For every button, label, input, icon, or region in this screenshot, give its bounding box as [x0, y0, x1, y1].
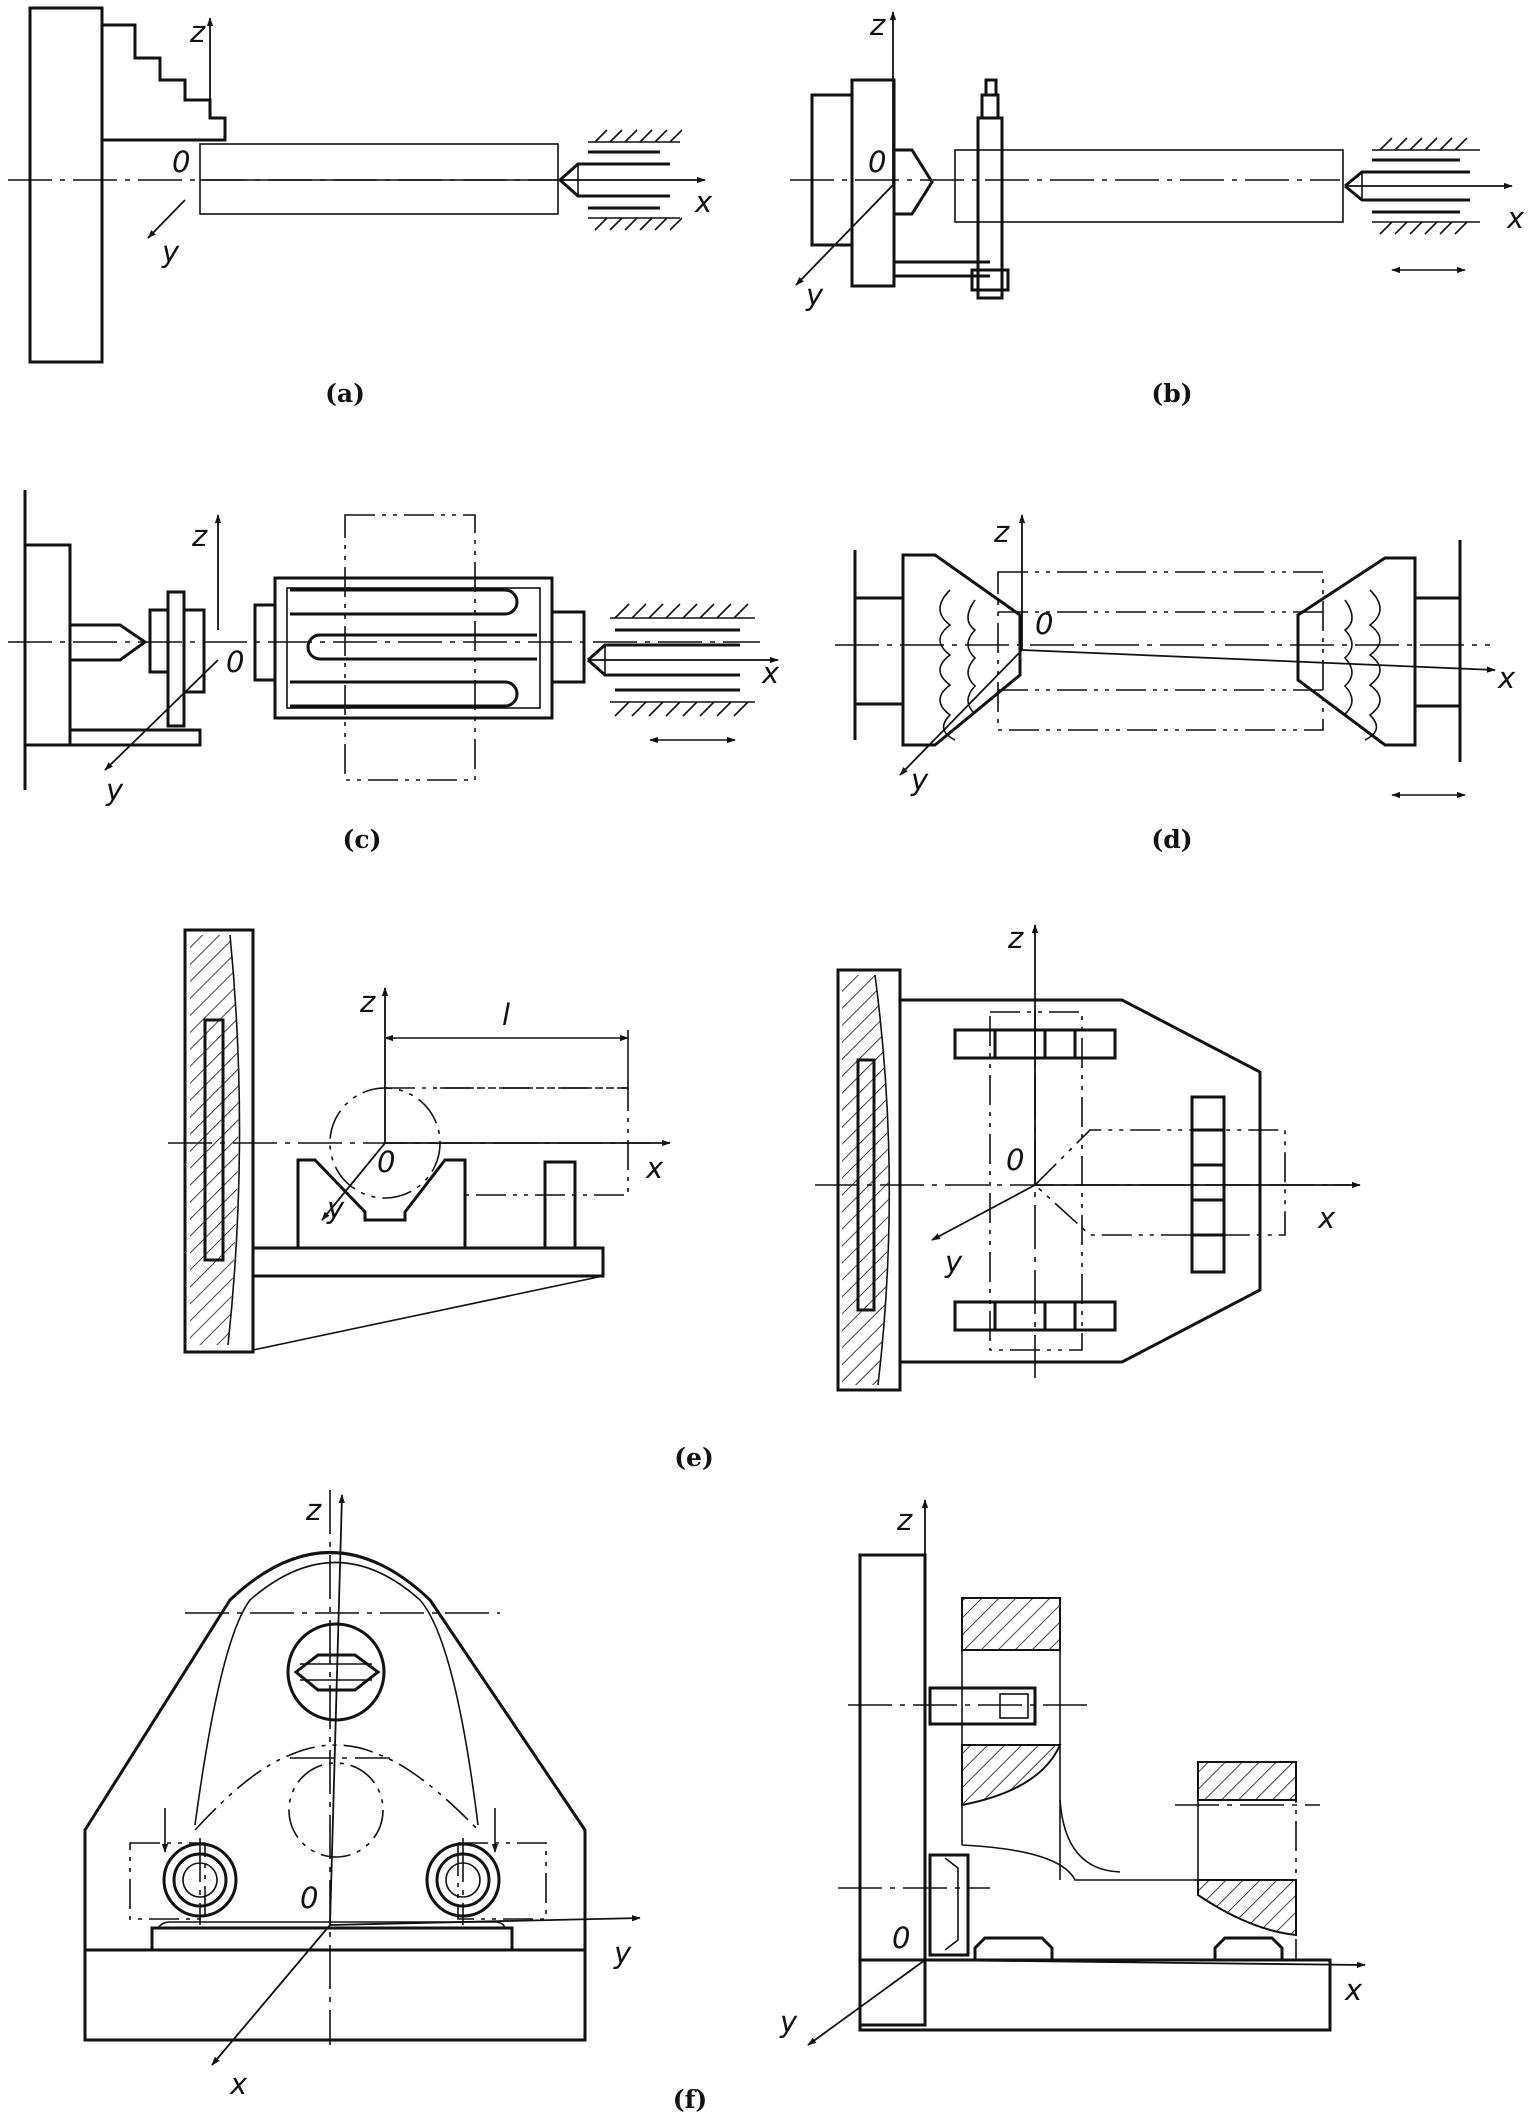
key-slot: [203, 1018, 225, 1262]
y-label: y: [326, 1191, 345, 1225]
figure-f-right: z x y 0 (f): [673, 1499, 1366, 2114]
y-axis: [104, 659, 219, 771]
left-cone-center: [901, 553, 1022, 747]
angle-plate: [183, 928, 255, 1354]
v-block: [296, 1158, 467, 1248]
expanding-mandrel: [253, 576, 586, 720]
locating-pin: [928, 1686, 1037, 1726]
caption-c: (c): [343, 825, 382, 854]
z-label: z: [1007, 921, 1024, 955]
y-label: y: [805, 278, 824, 312]
figure-d: z x y 0 (d): [835, 514, 1516, 854]
x-axis: [1021, 649, 1496, 673]
x-label: x: [694, 185, 713, 219]
figure-a: z x y 0 (a): [8, 6, 713, 408]
z-label: z: [191, 519, 208, 553]
caption-b: (b): [1151, 379, 1192, 408]
tailstock-center: [587, 603, 755, 744]
origin-label: 0: [300, 1881, 318, 1915]
origin-label: 0: [172, 145, 190, 179]
x-axis: [924, 1959, 1366, 1969]
origin-label: 0: [226, 645, 244, 679]
origin-label: 0: [892, 1921, 910, 1955]
workpiece-outline: [989, 1011, 1083, 1351]
y-label: y: [161, 235, 180, 269]
z-axis: [329, 1494, 345, 1926]
y-axis: [807, 1959, 926, 2046]
origin-label: 0: [377, 1145, 395, 1179]
y-axis: [329, 1915, 641, 1926]
origin-label: 0: [868, 145, 886, 179]
y-label: y: [105, 773, 124, 807]
workpiece-outline: [344, 514, 476, 781]
caption-e: (e): [674, 1443, 714, 1472]
caption-d: (d): [1151, 825, 1192, 854]
caption-a: (a): [325, 379, 365, 408]
workpiece-outline: [997, 571, 1324, 731]
caption-f: (f): [673, 2085, 707, 2114]
x-label: x: [229, 2067, 248, 2101]
z-label: z: [896, 1503, 913, 1537]
workpiece-section: [928, 1597, 1297, 1960]
fixture-body: [900, 998, 1262, 1364]
y-axis: [795, 184, 894, 286]
base-plate: [858, 1958, 1332, 2032]
z-label: z: [869, 8, 886, 42]
dimension-l-label: l: [502, 998, 510, 1032]
bore-lower: [288, 1762, 384, 1858]
x-label: x: [761, 656, 780, 690]
z-label: z: [359, 985, 376, 1019]
y-label: y: [910, 763, 929, 797]
bracket-body: [83, 1551, 587, 1950]
x-axis: [211, 1924, 331, 2066]
base-bracket: [251, 1246, 605, 1278]
angle-plate: [836, 968, 902, 1392]
tailstock-center: [1344, 137, 1480, 274]
base-plate: [83, 1948, 587, 2042]
stop-pin: [543, 1160, 577, 1250]
y-axis: [899, 649, 1023, 776]
x-label: x: [1497, 661, 1516, 695]
y-axis: [321, 1142, 386, 1221]
figure-c: z x y 0 (c): [8, 490, 780, 854]
origin-label: 0: [1006, 1143, 1024, 1177]
locating-pin: [928, 1853, 970, 1957]
figure-e-left: l z x y 0: [168, 928, 671, 1354]
y-axis: [931, 1184, 1036, 1241]
faceplate: [810, 78, 990, 288]
x-label: x: [1506, 201, 1525, 235]
x-label: x: [645, 1151, 664, 1185]
spindle-and-plate: [23, 490, 206, 790]
y-label: y: [944, 1245, 963, 1279]
y-label: y: [779, 2005, 798, 2039]
support-pad: [973, 1936, 1054, 1960]
right-cone-center: [1296, 556, 1417, 747]
z-label: z: [305, 1493, 322, 1527]
y-axis: [147, 199, 186, 239]
tailstock-center: [559, 129, 683, 231]
y-label: y: [613, 1936, 632, 1970]
x-label: x: [1317, 1201, 1336, 1235]
x-label: x: [1344, 1973, 1363, 2007]
chuck-body: [28, 6, 227, 364]
z-label: z: [189, 15, 206, 49]
origin-label: 0: [1035, 607, 1053, 641]
figure-f-left: z y x 0: [83, 1490, 641, 2101]
workpiece-outline: [954, 149, 1344, 223]
figure-e-right: z x y 0 (e): [674, 921, 1361, 1472]
support-pad: [1213, 1936, 1284, 1960]
z-label: z: [993, 515, 1010, 549]
workpiece-outline: [199, 143, 559, 215]
figure-b: z x y 0 (b): [790, 8, 1525, 408]
driving-dog: [970, 78, 1010, 300]
